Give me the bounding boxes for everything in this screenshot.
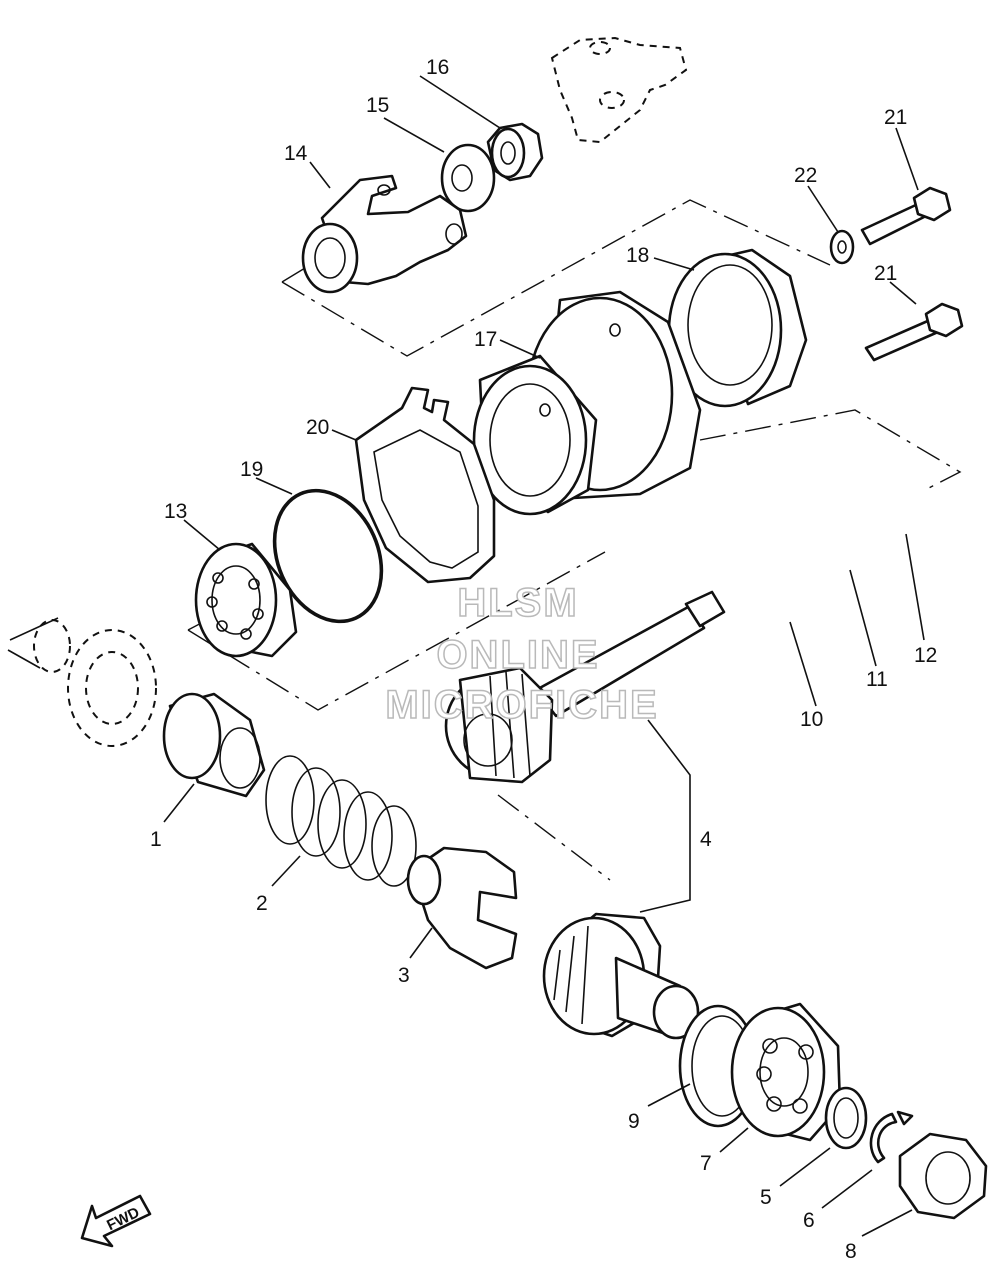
part-4-pinion-shaft [444, 590, 726, 784]
callout-5: 5 [760, 1186, 772, 1209]
group-outline-upper [281, 199, 831, 357]
callout-4: 4 [700, 828, 712, 851]
callout-2: 2 [256, 892, 268, 915]
part-3-clutch-dog [406, 846, 518, 970]
watermark-line-2: ONLINE [436, 633, 599, 677]
part-15-washer [440, 143, 496, 213]
part-13-bearing [194, 542, 298, 658]
callout-12: 12 [914, 644, 937, 667]
part-16-flange-nut [486, 122, 544, 182]
callout-labels: 1 2 3 4 5 6 7 8 9 10 11 12 13 14 15 16 1… [150, 56, 937, 1263]
part-2-spring [265, 755, 417, 887]
callout-7: 7 [700, 1152, 712, 1175]
callout-19: 19 [240, 458, 263, 481]
part-8-nut [898, 1132, 988, 1220]
callout-15: 15 [366, 94, 389, 117]
callout-18: 18 [626, 244, 649, 267]
callout-20: 20 [306, 416, 329, 439]
part-14-yoke [301, 174, 468, 294]
callout-17: 17 [474, 328, 497, 351]
part-4-bevel-gear [542, 912, 702, 1040]
part-17-bearing-housing [472, 290, 702, 516]
part-21-bolt-upper [860, 186, 952, 246]
part-1-collar [162, 692, 266, 798]
part-19-o-ring [272, 488, 384, 624]
callout-10: 10 [800, 708, 823, 731]
callout-8: 8 [845, 1240, 857, 1263]
part-5-washer [824, 1086, 868, 1150]
callout-16: 16 [426, 56, 449, 79]
part-6-lock-washer [869, 1110, 914, 1164]
callout-14: 14 [284, 142, 308, 165]
callout-6: 6 [803, 1209, 815, 1232]
callout-21-upper: 21 [884, 106, 907, 129]
callout-13: 13 [164, 500, 187, 523]
watermark-line-1: HLSM [457, 581, 578, 625]
reference-shaft-left [7, 617, 157, 747]
part-7-bearing [730, 1002, 842, 1142]
callout-22: 22 [794, 164, 817, 187]
part-18-housing-ring [667, 248, 808, 408]
watermark: HLSM ONLINE MICROFICHE [385, 580, 658, 728]
callout-9: 9 [628, 1110, 640, 1133]
leader-4-line [639, 719, 691, 913]
fwd-arrow-icon: FWD [80, 1194, 152, 1248]
callout-11: 11 [866, 668, 888, 691]
part-21-bolt-lower [864, 302, 964, 362]
part-22-washer [829, 229, 855, 265]
universal-joint-ref [550, 36, 688, 144]
leader-lines [163, 75, 925, 1237]
callout-21-lower: 21 [874, 262, 897, 285]
callout-1: 1 [150, 828, 162, 851]
part-20-lock-plate [354, 386, 496, 584]
callout-3: 3 [398, 964, 410, 987]
watermark-line-3: MICROFICHE [385, 683, 658, 727]
